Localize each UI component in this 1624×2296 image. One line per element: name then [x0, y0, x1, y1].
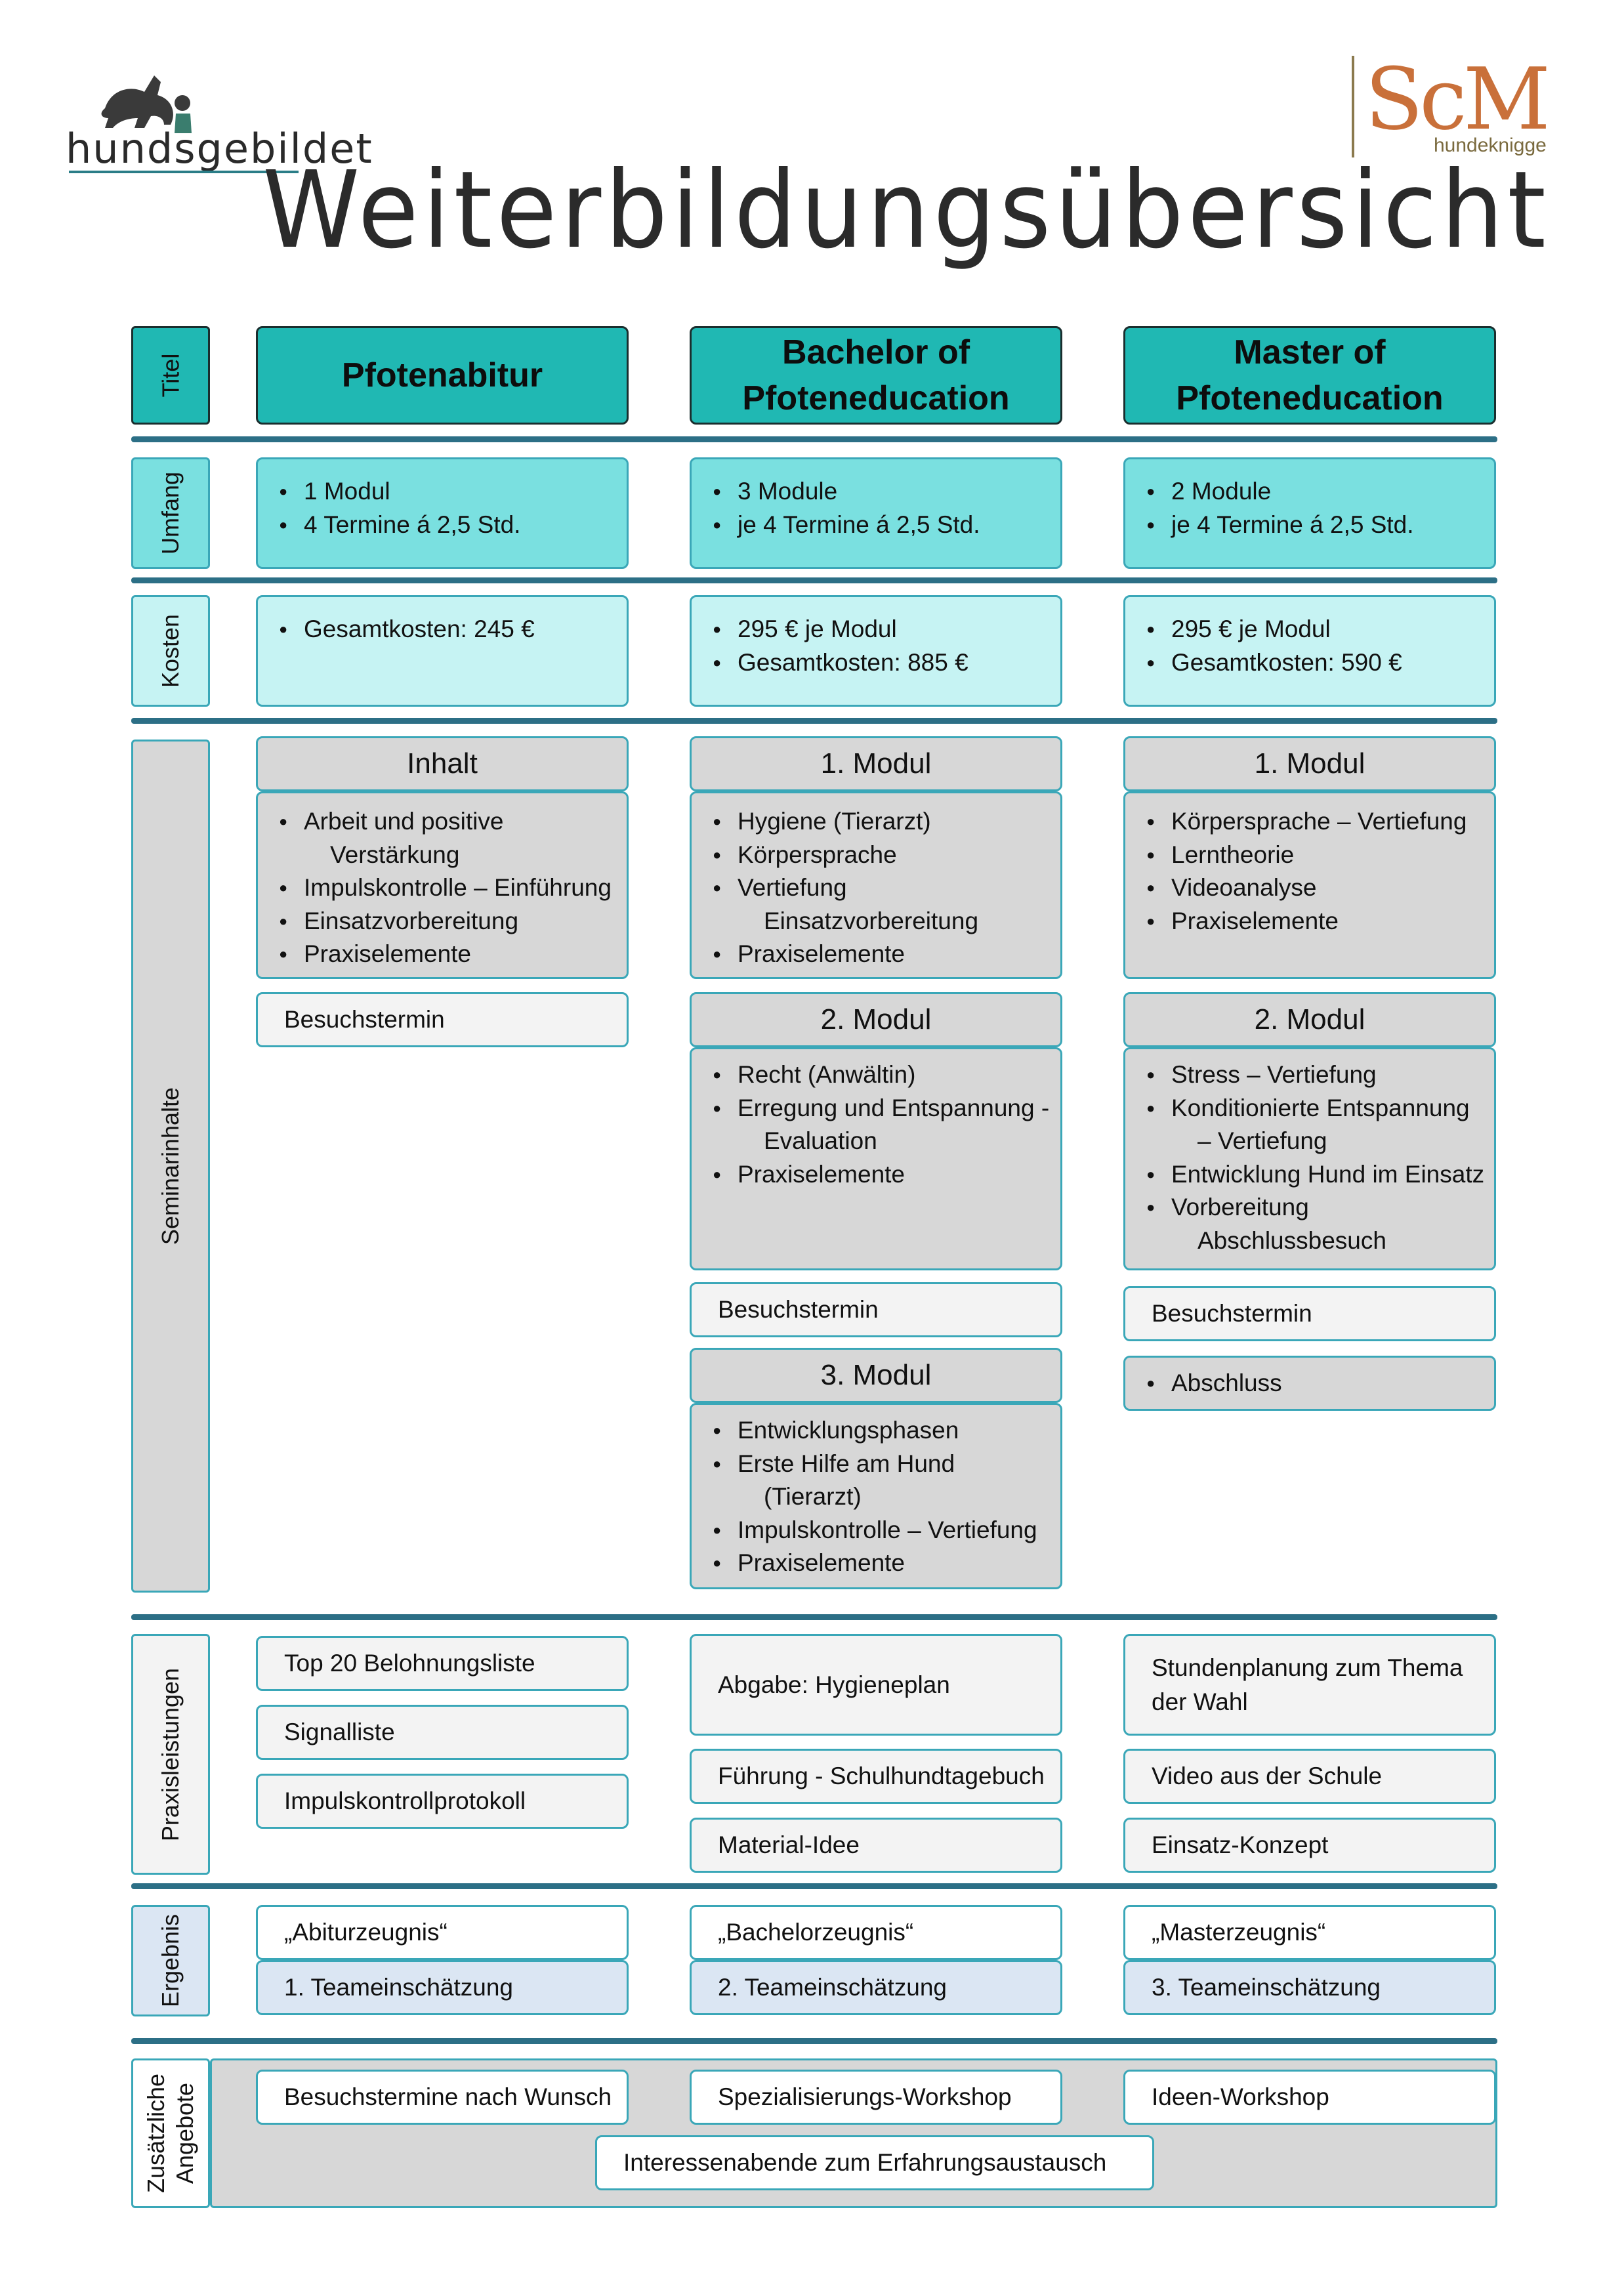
dog-and-child-icon — [101, 75, 192, 133]
praxis-c2-item: Führung - Schulhundtagebuch — [690, 1749, 1062, 1804]
seminar-c3-m2-head: 2. Modul — [1123, 992, 1496, 1047]
seminar-c1-head: Inhalt — [256, 736, 629, 791]
title-master: Master of Pfoteneducation — [1123, 326, 1496, 425]
ergebnis-c3-zeugnis: „Masterzeugnis“ — [1123, 1905, 1496, 1960]
seminar-c2-m1-head: 1. Modul — [690, 736, 1062, 791]
ergebnis-c3-teameinschaetzung: 3. Teameinschätzung — [1123, 1960, 1496, 2015]
praxis-c3-item: Stundenplanung zum Thema der Wahl — [1123, 1634, 1496, 1736]
ergebnis-c1-zeugnis: „Abiturzeugnis“ — [256, 1905, 629, 1960]
scm-hundeknigge-logo: ScM hundeknigge — [1352, 49, 1562, 161]
row-separator — [131, 2038, 1497, 2044]
zusatz-c2: Spezialisierungs-Workshop — [690, 2070, 1062, 2125]
row-separator — [131, 1614, 1497, 1620]
seminar-c3-m2-list: Stress – Vertiefung Konditionierte Entsp… — [1123, 1047, 1496, 1270]
zusatz-c3: Ideen-Workshop — [1123, 2070, 1496, 2125]
praxis-c2-item: Material-Idee — [690, 1818, 1062, 1873]
row-label-umfang: Umfang — [131, 457, 210, 569]
logo-letters: ScM — [1365, 49, 1551, 149]
seminar-c2-m1-list: Hygiene (Tierarzt) Körpersprache Vertief… — [690, 791, 1062, 979]
seminar-c3-m1-head: 1. Modul — [1123, 736, 1496, 791]
umfang-c3: 2 Moduleje 4 Termine á 2,5 Std. — [1123, 457, 1496, 569]
ergebnis-c2-zeugnis: „Bachelorzeugnis“ — [690, 1905, 1062, 1960]
seminar-c2-m2-list: Recht (Anwältin) Erregung und Entspannun… — [690, 1047, 1062, 1270]
row-separator — [131, 577, 1497, 583]
row-separator — [131, 436, 1497, 442]
seminar-c2-m3-list: Entwicklungsphasen Erste Hilfe am Hund(T… — [690, 1403, 1062, 1589]
kosten-c1: Gesamtkosten: 245 € — [256, 595, 629, 707]
title-pfotenabitur: Pfotenabitur — [256, 326, 629, 425]
kosten-c2: 295 € je ModulGesamtkosten: 885 € — [690, 595, 1062, 707]
title-bachelor: Bachelor of Pfoteneducation — [690, 326, 1062, 425]
seminar-c3-abschluss: Abschluss — [1123, 1356, 1496, 1411]
logo-subtext: hundeknigge — [1434, 135, 1547, 156]
row-label-seminarinhalte: Seminarinhalte — [131, 740, 210, 1593]
zusatz-c1: Besuchstermine nach Wunsch — [256, 2070, 629, 2125]
ergebnis-c1-teameinschaetzung: 1. Teameinschätzung — [256, 1960, 629, 2015]
row-label-kosten: Kosten — [131, 595, 210, 707]
praxis-c1-item: Signalliste — [256, 1705, 629, 1760]
praxis-c1-item: Impulskontrollprotokoll — [256, 1774, 629, 1829]
seminar-c2-besuchstermin: Besuchstermin — [690, 1282, 1062, 1337]
seminar-c3-besuchstermin: Besuchstermin — [1123, 1286, 1496, 1341]
row-separator — [131, 1883, 1497, 1889]
row-label-praxisleistungen: Praxisleistungen — [131, 1634, 210, 1875]
row-label-zusaetzliche-angebote: Zusätzliche Angebote — [131, 2058, 210, 2208]
row-separator — [131, 718, 1497, 724]
row-label-ergebnis: Ergebnis — [131, 1905, 210, 2016]
hundsgebildet-logo: hundsgebildet — [66, 62, 372, 174]
umfang-c2: 3 Moduleje 4 Termine á 2,5 Std. — [690, 457, 1062, 569]
seminar-c3-m1-list: Körpersprache – Vertiefung Lerntheorie V… — [1123, 791, 1496, 979]
seminar-c1-besuchstermin: Besuchstermin — [256, 992, 629, 1047]
umfang-c1: 1 Modul4 Termine á 2,5 Std. — [256, 457, 629, 569]
logo-underline — [69, 171, 299, 173]
praxis-c3-item: Video aus der Schule — [1123, 1749, 1496, 1804]
praxis-c3-item: Einsatz-Konzept — [1123, 1818, 1496, 1873]
praxis-c2-item: Abgabe: Hygieneplan — [690, 1634, 1062, 1736]
seminar-c2-m2-head: 2. Modul — [690, 992, 1062, 1047]
zusatz-wide: Interessenabende zum Erfahrungsaustausch — [595, 2135, 1154, 2190]
logo-bar — [1352, 56, 1354, 157]
ergebnis-c2-teameinschaetzung: 2. Teameinschätzung — [690, 1960, 1062, 2015]
row-label-titel: Titel — [131, 326, 210, 425]
praxis-c1-item: Top 20 Belohnungsliste — [256, 1636, 629, 1691]
page-title: Weiterbildungsübersicht — [262, 149, 1550, 272]
seminar-c2-m3-head: 3. Modul — [690, 1348, 1062, 1403]
kosten-c3: 295 € je ModulGesamtkosten: 590 € — [1123, 595, 1496, 707]
